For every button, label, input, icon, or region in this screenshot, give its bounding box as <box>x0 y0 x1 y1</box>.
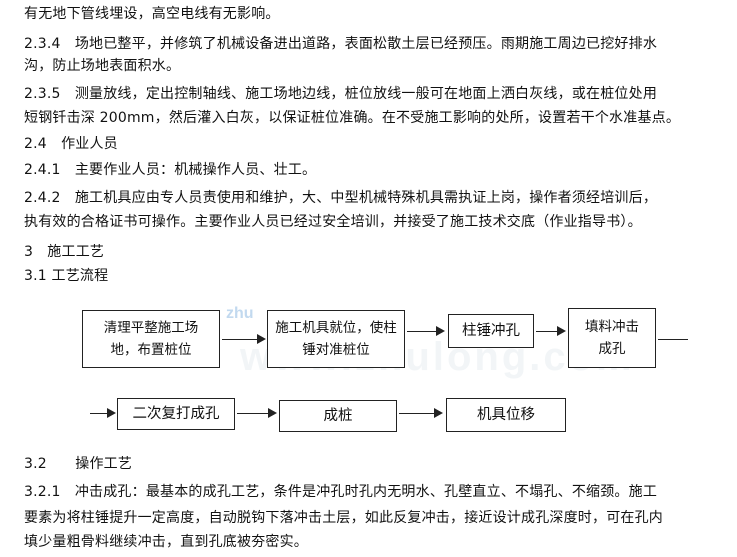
flow-step-fill-impact: 填料冲击成孔 <box>568 308 656 368</box>
text-line-9: 执有效的合格证书可操作。主要作业人员已经过安全培训，并接受了施工技术交底（作业指… <box>24 214 642 230</box>
text-line-4: 2.3.5 测量放线，定出控制轴线、施工场地边线，桩位放线一般可在地面上洒白灰线… <box>24 86 658 102</box>
text-line-2: 2.3.4 场地已整平，并修筑了机械设备进出道路，表面松散土层已经预压。雨期施工… <box>24 36 658 52</box>
text-line-after-3: 填少量粗骨料继续冲击，直到孔底被夯密实。 <box>24 534 308 550</box>
flow-arrow <box>90 408 116 418</box>
flow-step-clear-site: 清理平整施工场地，布置桩位 <box>82 310 220 368</box>
flow-step-text: 地，布置桩位 <box>110 342 192 358</box>
flow-arrow <box>407 326 445 336</box>
text-line-8: 2.4.2 施工机具应由专人员责使用和维护，大、中型机械特殊机具需执证上岗，操作… <box>24 190 658 206</box>
section-heading-3: 3 施工工艺 <box>24 244 105 260</box>
flow-arrow <box>222 334 266 344</box>
flow-step-text: 二次复打成孔 <box>132 406 220 422</box>
flow-step-text: 清理平整施工场 <box>103 320 199 336</box>
flow-step-text: 成桩 <box>323 408 353 424</box>
flow-arrow <box>399 408 443 418</box>
section-heading-3-1: 3.1 工艺流程 <box>24 268 109 284</box>
flow-step-machine-position: 施工机具就位，使柱锤对准桩位 <box>267 310 405 368</box>
flow-step-text: 柱锤冲孔 <box>462 323 520 339</box>
flow-step-hammer-punch: 柱锤冲孔 <box>448 314 534 348</box>
flow-step-move-machine: 机具位移 <box>446 398 566 432</box>
text-line-5: 短钢钎击深 200mm，然后灌入白灰，以保证桩位准确。在不受施工影响的处所，设置… <box>24 110 681 126</box>
flow-step-text: 成孔 <box>598 341 626 357</box>
text-line-after-1: 3.2.1 冲击成孔：最基本的成孔工艺，条件是冲孔时孔内无明水、孔壁直立、不塌孔… <box>24 484 658 500</box>
flow-step-text: 锤对准桩位 <box>302 342 370 358</box>
text-line-7: 2.4.1 主要作业人员：机械操作人员、壮工。 <box>24 162 317 178</box>
section-heading-2-4: 2.4 作业人员 <box>24 136 118 152</box>
section-heading-3-2: 3.2 操作工艺 <box>24 456 133 472</box>
flow-arrow <box>237 408 277 418</box>
flow-connector-line <box>658 339 688 340</box>
text-line-3: 沟，防止场地表面积水。 <box>24 58 181 74</box>
flow-step-text: 填料冲击 <box>585 319 639 335</box>
flow-arrow <box>536 326 566 336</box>
flow-step-text: 施工机具就位，使柱 <box>275 320 397 336</box>
flow-step-form-pile: 成桩 <box>279 400 397 432</box>
flow-step-second-punch: 二次复打成孔 <box>117 398 235 430</box>
text-line-1: 有无地下管线埋设，高空电线有无影响。 <box>24 6 280 22</box>
watermark-logo: zhu <box>226 305 254 322</box>
flow-step-text: 机具位移 <box>477 407 535 423</box>
text-line-after-2: 要素为将柱锤提升一定高度，自动脱钩下落冲击土层，如此反复冲击，接近设计成孔深度时… <box>24 510 663 526</box>
